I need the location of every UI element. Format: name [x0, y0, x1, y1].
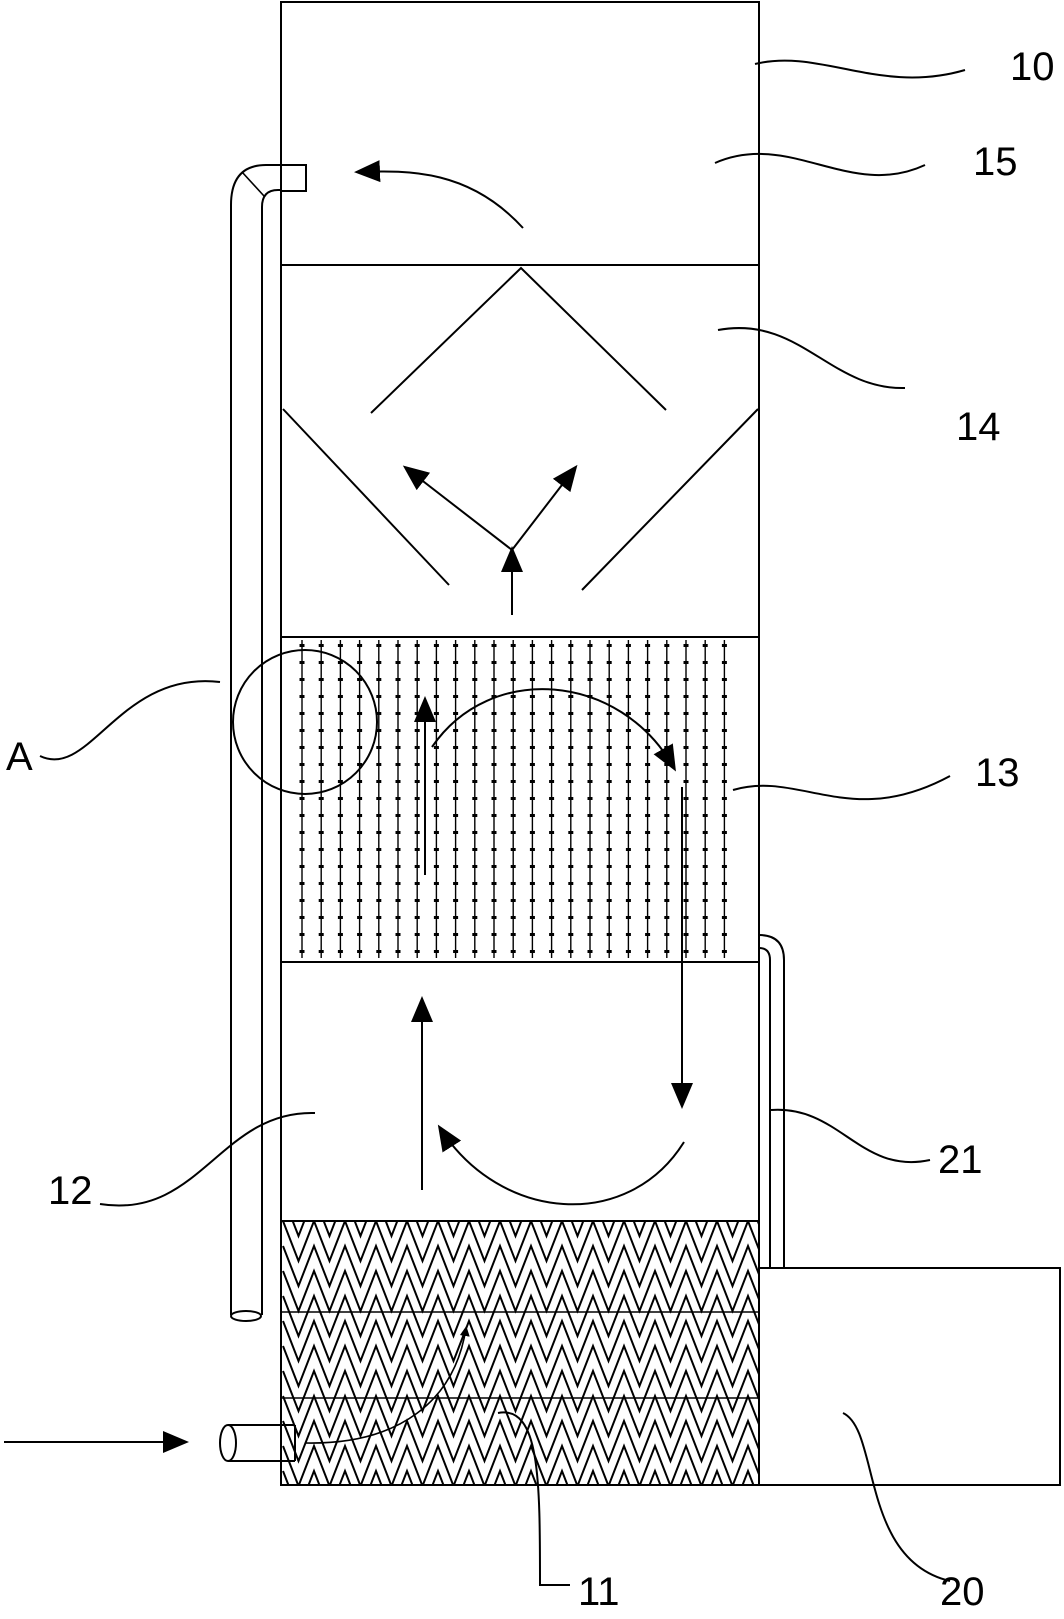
detail-circle-a [232, 649, 378, 795]
tower-body [280, 1, 760, 1486]
label-15: 15 [973, 140, 1018, 184]
chevron-row [282, 1268, 759, 1314]
chevron-row [283, 1496, 810, 1536]
bottom-chevron-layer [281, 1171, 810, 1536]
label-14: 14 [956, 405, 1001, 449]
label-12: 12 [48, 1169, 93, 1213]
chevron-row [282, 1468, 755, 1485]
chevron-row [282, 1243, 759, 1289]
label-21: 21 [938, 1138, 983, 1182]
chevron-row [282, 1343, 759, 1389]
label-11: 11 [578, 1570, 620, 1614]
inlet-pipe [219, 1424, 296, 1462]
chevron-row [282, 1418, 759, 1464]
packing-layer [299, 640, 727, 958]
chevron-row [282, 1368, 759, 1414]
chevron-row [282, 1443, 759, 1485]
leader-lines [39, 59, 966, 1586]
label-20: 20 [940, 1570, 985, 1614]
outlet-pipe [230, 164, 307, 1322]
flow-arrows [304, 160, 693, 1444]
side-tank [758, 1267, 1061, 1486]
label-13: 13 [975, 751, 1020, 795]
chevron-row [291, 1221, 759, 1239]
chevron-row [283, 1171, 810, 1211]
label-a: A [6, 735, 33, 779]
chevron-row [282, 1318, 759, 1364]
deflector-structure [282, 266, 759, 591]
return-pipe [758, 934, 785, 1268]
chevron-row [282, 1393, 759, 1439]
label-10: 10 [1010, 45, 1055, 89]
chevron-row [282, 1221, 759, 1264]
chevron-row [282, 1293, 759, 1339]
